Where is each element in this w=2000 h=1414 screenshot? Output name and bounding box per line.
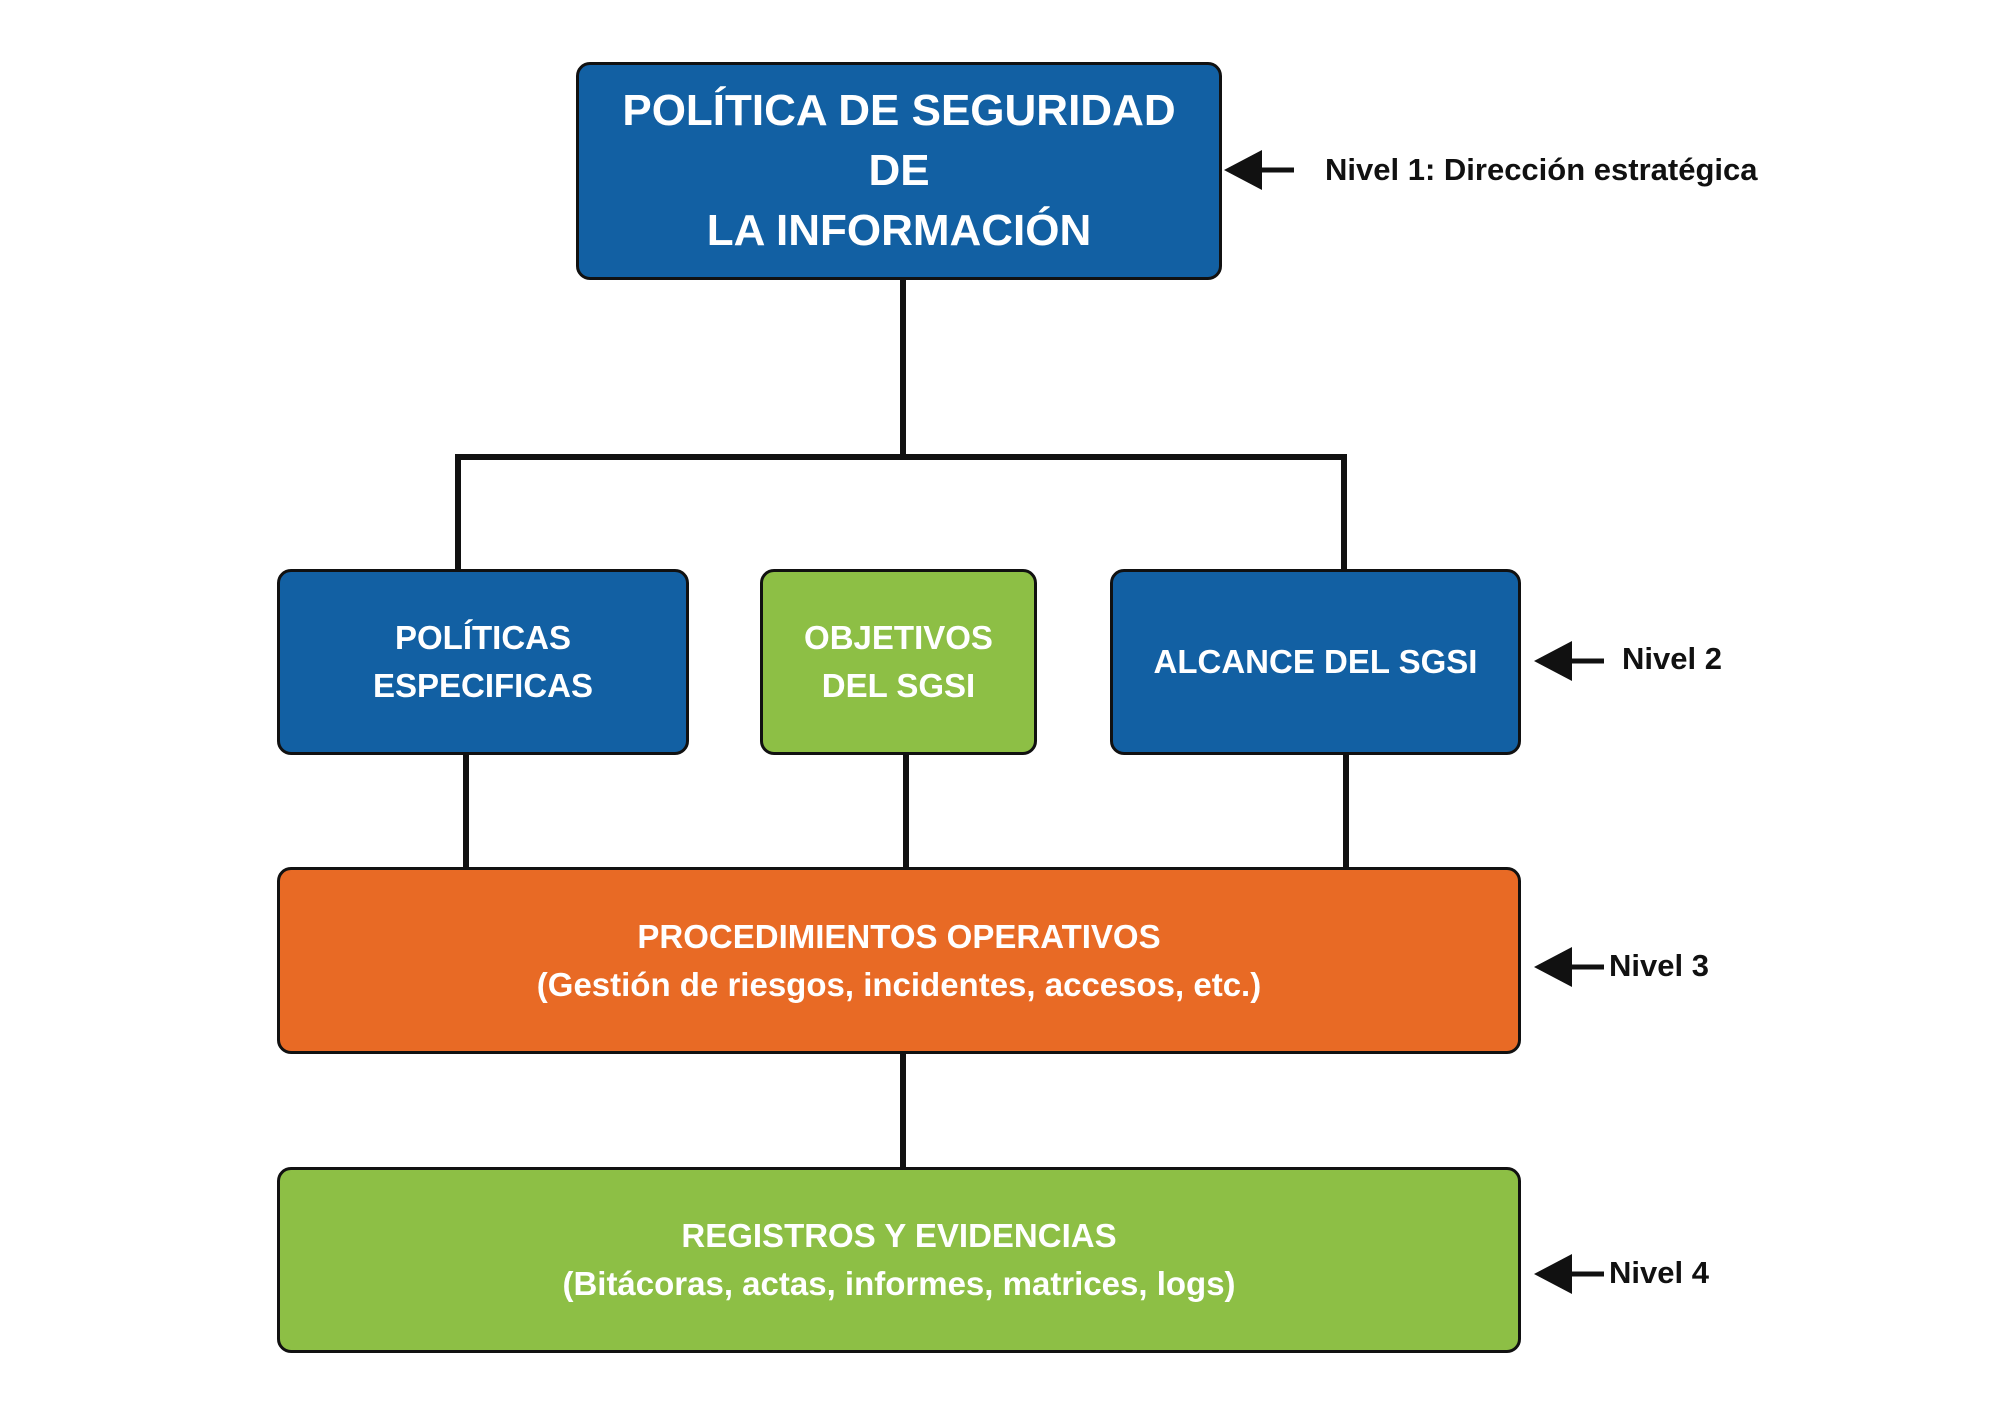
connector-horizontal-bar [455,454,1347,460]
specific-policies-line1: POLÍTICAS [394,619,571,656]
connector-right-down [1341,454,1347,570]
connector-top-vertical [900,280,906,460]
sgsi-scope-box: ALCANCE DEL SGSI [1110,569,1521,755]
specific-policies-line2: ESPECIFICAS [372,667,594,704]
operational-procedures-subtitle: (Gestión de riesgos, incidentes, accesos… [536,965,1262,1003]
connector-l2b-l3 [903,754,909,868]
records-evidence-title: REGISTROS Y EVIDENCIAS [681,1217,1117,1254]
records-evidence-box: REGISTROS Y EVIDENCIAS (Bitácoras, actas… [277,1167,1521,1353]
left-arrow-icon [1534,1254,1604,1294]
left-arrow-icon [1534,641,1604,681]
level1-title-line2: LA INFORMACIÓN [706,206,1092,255]
operational-procedures-title: PROCEDIMIENTOS OPERATIVOS [637,917,1161,955]
sgsi-objectives-box: OBJETIVOS DEL SGSI [760,569,1037,755]
connector-l2c-l3 [1343,754,1349,868]
specific-policies-box: POLÍTICAS ESPECIFICAS [277,569,689,755]
level1-label: Nivel 1: Dirección estratégica [1325,152,1758,187]
level2-label: Nivel 2 [1622,641,1722,676]
connector-left-down [455,454,461,570]
left-arrow-icon [1224,150,1294,190]
connector-l3-l4 [900,1053,906,1168]
level4-label: Nivel 4 [1609,1255,1709,1290]
operational-procedures-box: PROCEDIMIENTOS OPERATIVOS (Gestión de ri… [277,867,1521,1054]
level1-title-line1: POLÍTICA DE SEGURIDAD DE [622,86,1176,195]
level3-label: Nivel 3 [1609,948,1709,983]
sgsi-objectives-line2: DEL SGSI [821,667,976,704]
sgsi-scope-line1: ALCANCE DEL SGSI [1153,643,1478,680]
information-security-policy-box: POLÍTICA DE SEGURIDAD DE LA INFORMACIÓN [576,62,1222,280]
records-evidence-subtitle: (Bitácoras, actas, informes, matrices, l… [562,1265,1236,1302]
left-arrow-icon [1534,947,1604,987]
sgsi-objectives-line1: OBJETIVOS [804,619,993,656]
connector-l2a-l3 [463,754,469,868]
